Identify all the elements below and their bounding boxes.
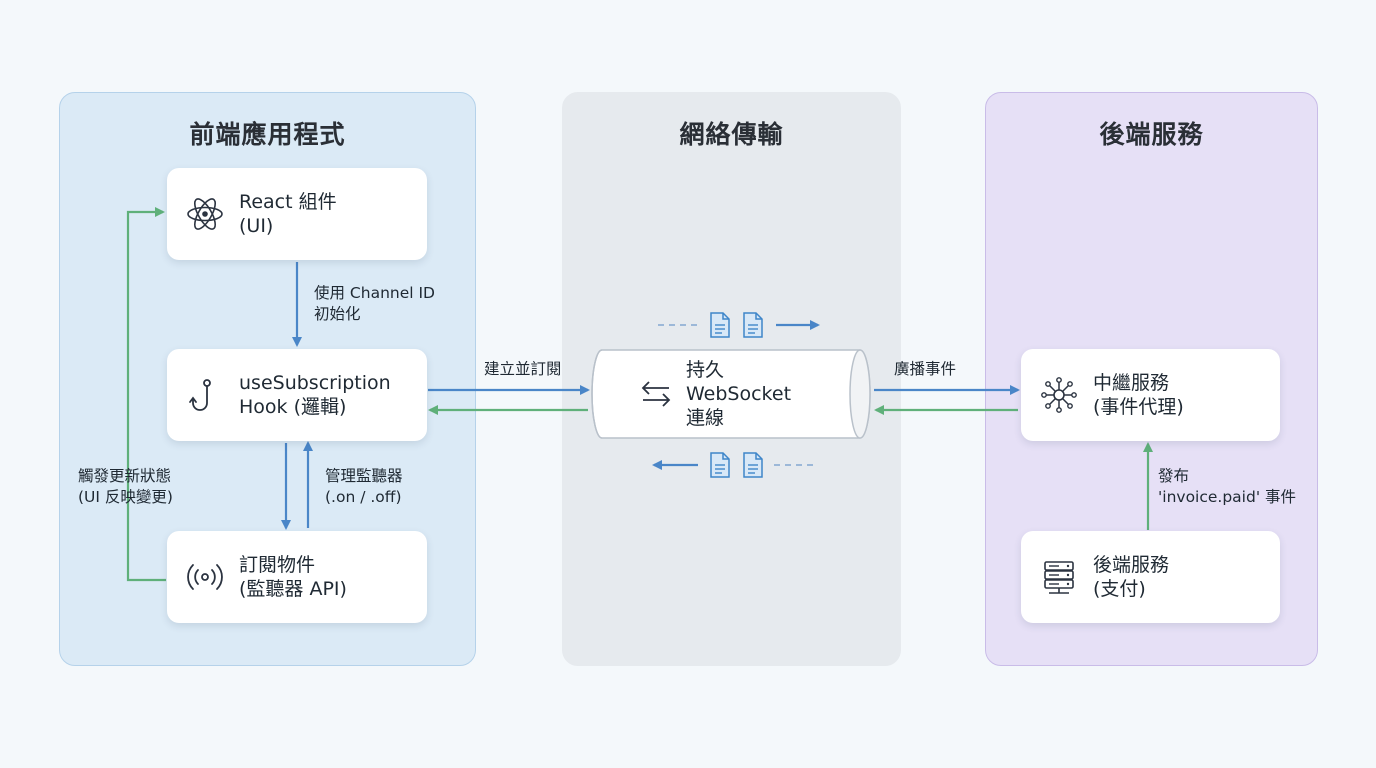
subscription-card-subtitle: (監聽器 API)	[239, 578, 347, 600]
manage-label-line1: 管理監聽器	[325, 467, 403, 485]
use-subscription-hook-card[interactable]: useSubscription Hook (邏輯)	[167, 349, 427, 441]
document-icon	[743, 452, 763, 478]
react-card-text: React 組件 (UI)	[239, 190, 337, 238]
subscription-object-card[interactable]: 訂閱物件 (監聽器 API)	[167, 531, 427, 623]
publish-label-line2: 'invoice.paid' 事件	[1158, 488, 1297, 506]
relay-card-subtitle: (事件代理)	[1093, 396, 1184, 418]
relay-card-text: 中繼服務 (事件代理)	[1093, 371, 1184, 419]
init-label-line1: 使用 Channel ID	[314, 284, 435, 302]
server-icon	[1037, 555, 1081, 599]
arrow-subscription-to-react	[126, 207, 166, 582]
document-icon	[710, 452, 730, 478]
pipe-label-line3: 連線	[686, 407, 725, 429]
hook-card-text: useSubscription Hook (邏輯)	[239, 371, 391, 419]
broadcast-event-label: 廣播事件	[894, 360, 957, 378]
pipe-label-line1: 持久	[686, 359, 725, 381]
react-atom-icon	[183, 192, 227, 236]
manage-label-line2: (.on / .off)	[325, 488, 402, 506]
react-component-card[interactable]: React 組件 (UI)	[167, 168, 427, 260]
trigger-label-line2: (UI 反映變更)	[78, 488, 173, 506]
bidirectional-arrows-icon	[641, 381, 671, 407]
manage-listeners-label: 管理監聽器 (.on / .off)	[325, 466, 403, 508]
websocket-pipe-label: 持久 WebSocket 連線	[686, 358, 791, 430]
pipe-label-line2: WebSocket	[686, 383, 792, 405]
broadcast-icon	[183, 555, 227, 599]
frontend-panel-title: 前端應用程式	[189, 120, 346, 149]
document-icon	[743, 312, 763, 338]
publish-event-label: 發布 'invoice.paid' 事件	[1158, 466, 1296, 508]
hook-card-subtitle: Hook (邏輯)	[239, 396, 347, 418]
init-channel-label: 使用 Channel ID 初始化	[314, 283, 435, 325]
hook-icon	[183, 373, 227, 417]
subscription-card-text: 訂閱物件 (監聽器 API)	[239, 553, 347, 601]
subscribe-label: 建立並訂閱	[484, 360, 562, 378]
react-card-subtitle: (UI)	[239, 215, 274, 237]
websocket-pipe	[591, 349, 871, 439]
hook-card-title: useSubscription	[239, 372, 391, 394]
backend-panel-title: 後端服務	[1099, 120, 1204, 149]
relay-service-card[interactable]: 中繼服務 (事件代理)	[1021, 349, 1280, 441]
publish-label-line1: 發布	[1158, 467, 1190, 485]
backend-payment-service-card[interactable]: 後端服務 (支付)	[1021, 531, 1280, 623]
hub-network-icon	[1037, 373, 1081, 417]
backend-card-text: 後端服務 (支付)	[1093, 553, 1169, 601]
trigger-update-label: 觸發更新狀態 (UI 反映變更)	[78, 466, 173, 508]
init-label-line2: 初始化	[314, 305, 361, 323]
trigger-label-line1: 觸發更新狀態	[78, 467, 172, 485]
document-icon	[710, 312, 730, 338]
backend-card-subtitle: (支付)	[1093, 578, 1146, 600]
network-panel-title: 網絡傳輸	[679, 120, 784, 149]
react-card-title: React 組件	[239, 191, 337, 213]
subscription-card-title: 訂閱物件	[239, 554, 316, 576]
backend-card-title: 後端服務	[1093, 554, 1170, 576]
relay-card-title: 中繼服務	[1093, 372, 1170, 394]
